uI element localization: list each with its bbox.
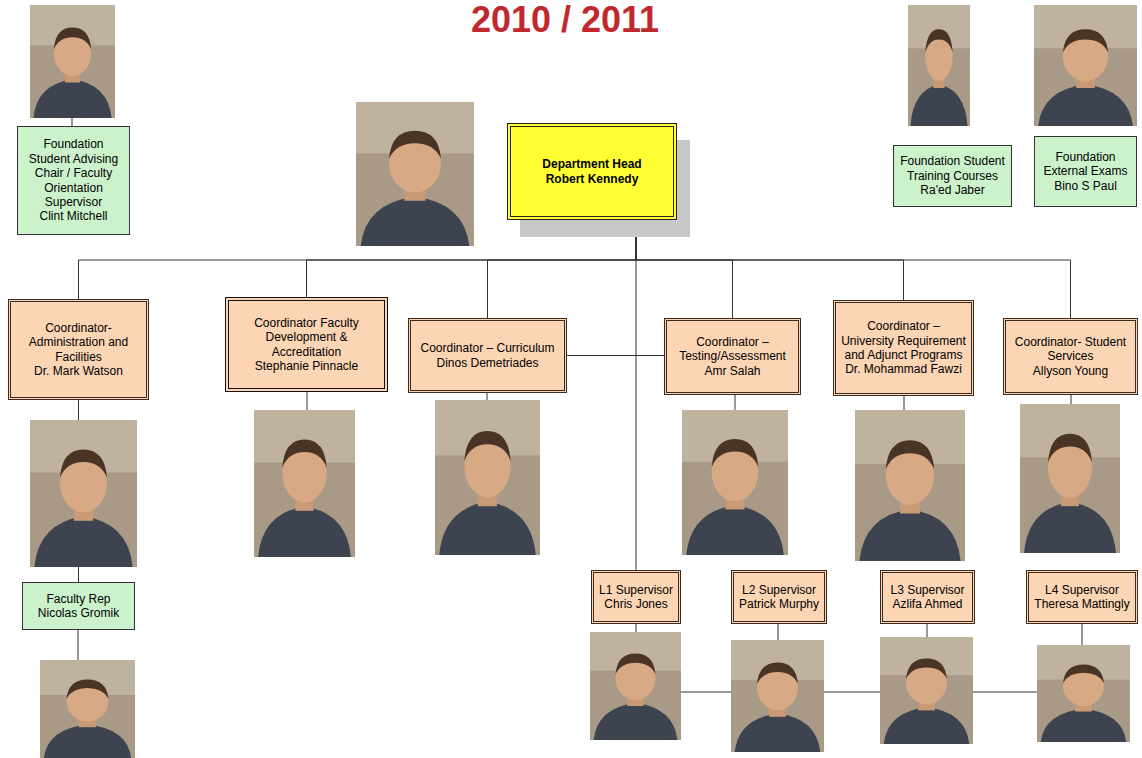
role-title: Foundation External Exams bbox=[1039, 150, 1132, 179]
portrait-photo bbox=[30, 5, 115, 118]
portrait-photo bbox=[30, 420, 137, 567]
leader-lines bbox=[72, 118, 1082, 692]
portrait-photo bbox=[855, 410, 965, 561]
coordinator-box: Coordinator Faculty Development & Accred… bbox=[225, 297, 388, 392]
person-name: Chris Jones bbox=[604, 597, 667, 611]
reporting-line bbox=[488, 220, 637, 318]
role-title: Coordinator- Administration and Faciliti… bbox=[15, 321, 142, 364]
portrait-photo bbox=[682, 410, 788, 555]
person-name: Patrick Murphy bbox=[739, 597, 819, 611]
photo-link bbox=[72, 118, 73, 126]
person-name: Dr. Mohammad Fawzi bbox=[845, 362, 962, 376]
portrait-photo bbox=[254, 410, 355, 557]
role-title: Department Head bbox=[542, 157, 641, 171]
portrait-photo bbox=[356, 102, 474, 246]
role-title: Faculty Rep bbox=[46, 592, 110, 606]
supervisor-box: L2 SupervisorPatrick Murphy bbox=[731, 570, 827, 624]
staff-box: Foundation Student Advising Chair / Facu… bbox=[17, 126, 130, 235]
reporting-line bbox=[636, 220, 733, 318]
portrait-photo bbox=[880, 637, 973, 744]
person-name: Nicolas Gromik bbox=[38, 606, 119, 620]
person-name: Ra'ed Jaber bbox=[920, 183, 984, 197]
staff-box: Foundation External ExamsBino S Paul bbox=[1034, 136, 1137, 207]
role-title: L4 Supervisor bbox=[1045, 583, 1119, 597]
person-name: Amr Salah bbox=[704, 364, 760, 378]
photo-link bbox=[927, 624, 928, 637]
person-name: Dr. Mark Watson bbox=[34, 364, 123, 378]
chart-title: 2010 / 2011 bbox=[400, 0, 730, 40]
role-title: L3 Supervisor bbox=[890, 583, 964, 597]
portrait-photo bbox=[1034, 5, 1137, 126]
staff-box: Foundation Student Training CoursesRa'ed… bbox=[893, 145, 1012, 207]
portrait-photo bbox=[40, 660, 135, 758]
photo-link bbox=[778, 624, 779, 640]
role-title: Coordinator Faculty Development & Accred… bbox=[233, 316, 380, 359]
photo-link bbox=[681, 692, 731, 693]
role-title: Coordinator – Curriculum bbox=[420, 341, 554, 355]
person-name: Robert Kennedy bbox=[546, 172, 639, 186]
coordinator-box: Coordinator- Student ServicesAllyson You… bbox=[1003, 318, 1138, 395]
coordinator-box: Coordinator- Administration and Faciliti… bbox=[8, 299, 149, 400]
photo-link bbox=[307, 392, 308, 410]
photo-link bbox=[973, 692, 1037, 693]
coordinator-box: Coordinator – CurriculumDinos Demetriade… bbox=[408, 318, 567, 393]
person-name: Allyson Young bbox=[1033, 364, 1108, 378]
coordinator-box: Coordinator – Testing/AssessmentAmr Sala… bbox=[664, 318, 801, 395]
photo-link bbox=[904, 396, 905, 410]
portraits bbox=[30, 5, 1137, 758]
reporting-line bbox=[636, 220, 637, 570]
supervisor-box: L1 SupervisorChris Jones bbox=[591, 570, 681, 624]
role-title: Coordinator – Testing/Assessment bbox=[671, 335, 794, 364]
role-title: L2 Supervisor bbox=[742, 583, 816, 597]
person-name: Azlifa Ahmed bbox=[892, 597, 962, 611]
person-name: Theresa Mattingly bbox=[1034, 597, 1129, 611]
person-name: Stephanie Pinnacle bbox=[255, 359, 358, 373]
role-title: L1 Supervisor bbox=[599, 583, 673, 597]
photo-link bbox=[487, 393, 488, 400]
photo-link bbox=[735, 395, 736, 410]
portrait-photo bbox=[731, 640, 824, 752]
portrait-photo bbox=[590, 632, 681, 740]
person-name: Dinos Demetriades bbox=[436, 356, 538, 370]
photo-link bbox=[824, 692, 880, 693]
portrait-photo bbox=[1037, 645, 1130, 742]
portrait-photo bbox=[435, 400, 540, 555]
staff-box: Faculty RepNicolas Gromik bbox=[22, 582, 135, 630]
photo-link bbox=[1071, 395, 1072, 404]
role-title: Foundation Student Advising Chair / Facu… bbox=[22, 137, 125, 209]
role-title: Coordinator- Student Services bbox=[1010, 335, 1131, 364]
reporting-line bbox=[567, 355, 664, 356]
photo-link bbox=[78, 630, 79, 660]
person-name: Bino S Paul bbox=[1054, 179, 1117, 193]
photo-link bbox=[636, 624, 637, 632]
portrait-photo bbox=[1020, 404, 1120, 553]
coordinator-box: Coordinator – University Requirement and… bbox=[833, 300, 974, 396]
supervisor-box: L4 SupervisorTheresa Mattingly bbox=[1026, 570, 1138, 624]
head-box: Department HeadRobert Kennedy bbox=[507, 123, 677, 220]
supervisor-box: L3 SupervisorAzlifa Ahmed bbox=[880, 570, 975, 624]
role-title: Coordinator – University Requirement and… bbox=[840, 319, 967, 362]
person-name: Clint Mitchell bbox=[39, 209, 107, 223]
role-title: Foundation Student Training Courses bbox=[898, 154, 1007, 183]
photo-link bbox=[1082, 624, 1083, 645]
portrait-photo bbox=[908, 5, 970, 126]
